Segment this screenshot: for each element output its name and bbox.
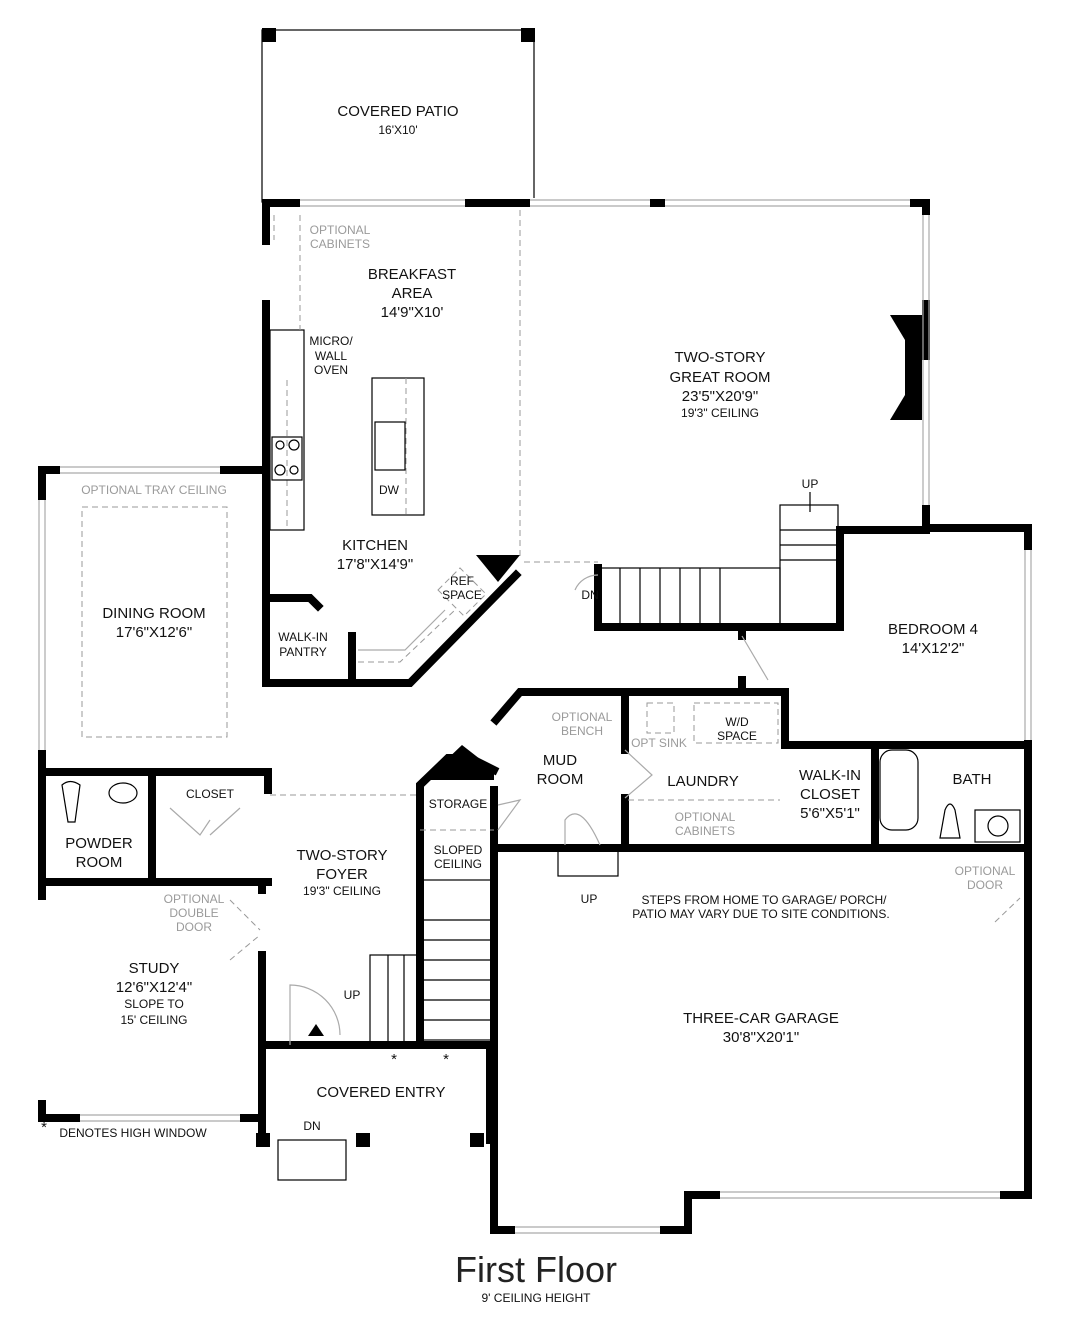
micro-label: OVEN	[314, 363, 348, 377]
dn-label: DN	[581, 588, 598, 602]
patio-label: COVERED PATIO	[337, 103, 458, 120]
dw-label: DW	[379, 483, 400, 497]
opt-bench-label: OPTIONAL	[552, 710, 613, 724]
foyer-label: TWO-STORY	[296, 847, 387, 864]
mud-room-label: MUD	[543, 752, 577, 769]
sloped-label: CEILING	[434, 857, 482, 871]
opt-door-label: DOOR	[967, 878, 1003, 892]
entry-label: COVERED ENTRY	[317, 1084, 446, 1101]
wic-label: WALK-IN	[799, 767, 861, 784]
dining-label: DINING ROOM	[102, 605, 205, 622]
powder-label: ROOM	[76, 854, 123, 871]
wd-label: SPACE	[717, 729, 757, 743]
high-window-mark: *	[391, 1051, 397, 1068]
wic-label: CLOSET	[800, 786, 860, 803]
ref-label: SPACE	[442, 588, 482, 602]
opt-double-door: DOUBLE	[169, 906, 218, 920]
great-room-stairs	[597, 492, 839, 626]
patio-size: 16'X10'	[378, 123, 417, 137]
micro-label: MICRO/	[309, 334, 353, 348]
opt-door-label: OPTIONAL	[955, 864, 1016, 878]
opt-double-door: OPTIONAL	[164, 892, 225, 906]
opt-sink-label: OPT SINK	[631, 736, 687, 750]
great-room-size: 23'5"X20'9"	[682, 388, 758, 405]
foyer-ceiling: 19'3" CEILING	[303, 884, 381, 898]
mud-room-label: ROOM	[537, 771, 584, 788]
closet-label: CLOSET	[186, 787, 235, 801]
wd-label: W/D	[725, 715, 749, 729]
garage-label: THREE-CAR GARAGE	[683, 1010, 839, 1027]
great-room-label: GREAT ROOM	[669, 369, 770, 386]
bedroom4-size: 14'X12'2"	[902, 640, 965, 657]
plan-title: First Floor	[455, 1249, 617, 1290]
steps-note: STEPS FROM HOME TO GARAGE/ PORCH/	[642, 893, 888, 907]
study-slope: 15' CEILING	[121, 1013, 188, 1027]
powder-label: POWDER	[65, 835, 133, 852]
opt-cabinets-laundry: CABINETS	[675, 824, 735, 838]
dn-label: DN	[303, 1119, 320, 1133]
dining-size: 17'6"X12'6"	[116, 624, 192, 641]
steps-note: PATIO MAY VARY DUE TO SITE CONDITIONS.	[632, 907, 889, 921]
bath-label: BATH	[953, 771, 992, 788]
bedroom4-label: BEDROOM 4	[888, 621, 978, 638]
opt-cabinets-label: CABINETS	[310, 237, 370, 251]
fireplace	[890, 315, 922, 420]
opt-double-door: DOOR	[176, 920, 212, 934]
foyer-stairs	[270, 794, 494, 1044]
ref-label: REF	[450, 574, 474, 588]
exterior-walls	[38, 199, 1032, 1234]
tray-ceiling-label: OPTIONAL TRAY CEILING	[81, 483, 227, 497]
breakfast-size: 14'9"X10'	[381, 304, 444, 321]
plan-subtitle: 9' CEILING HEIGHT	[482, 1291, 592, 1305]
study-size: 12'6"X12'4"	[116, 979, 192, 996]
kitchen-label: KITCHEN	[342, 537, 408, 554]
opt-bench-label: BENCH	[561, 724, 603, 738]
fixtures	[61, 574, 1021, 1181]
breakfast-label: AREA	[392, 285, 433, 302]
kitchen-fixtures	[269, 210, 598, 663]
pantry-label: PANTRY	[279, 645, 327, 659]
great-room-label: TWO-STORY	[674, 349, 765, 366]
up-label: UP	[344, 988, 361, 1002]
foyer-label: FOYER	[316, 866, 368, 883]
micro-label: WALL	[315, 349, 348, 363]
legend-asterisk: *	[41, 1119, 47, 1136]
garage-size: 30'8"X20'1"	[723, 1029, 799, 1046]
windows	[37, 198, 1033, 1235]
breakfast-label: BREAKFAST	[368, 266, 456, 283]
legend-high-window: DENOTES HIGH WINDOW	[59, 1126, 207, 1140]
optional-tray-ceiling	[81, 506, 228, 738]
up-label: UP	[802, 477, 819, 491]
up-label: UP	[581, 892, 598, 906]
sloped-label: SLOPED	[434, 843, 483, 857]
opt-cabinets-laundry: OPTIONAL	[675, 810, 736, 824]
wic-size: 5'6"X5'1"	[800, 805, 860, 822]
kitchen-size: 17'8"X14'9"	[337, 556, 413, 573]
laundry-label: LAUNDRY	[667, 773, 738, 790]
pantry-label: WALK-IN	[278, 630, 328, 644]
high-window-mark: *	[443, 1051, 449, 1068]
opt-cabinets-label: OPTIONAL	[310, 223, 371, 237]
study-slope: SLOPE TO	[124, 997, 184, 1011]
great-room-ceiling: 19'3" CEILING	[681, 406, 759, 420]
storage-label: STORAGE	[429, 797, 487, 811]
room-labels: COVERED PATIO 16'X10' OPTIONAL CABINETS …	[41, 103, 1016, 1305]
study-label: STUDY	[129, 960, 180, 977]
